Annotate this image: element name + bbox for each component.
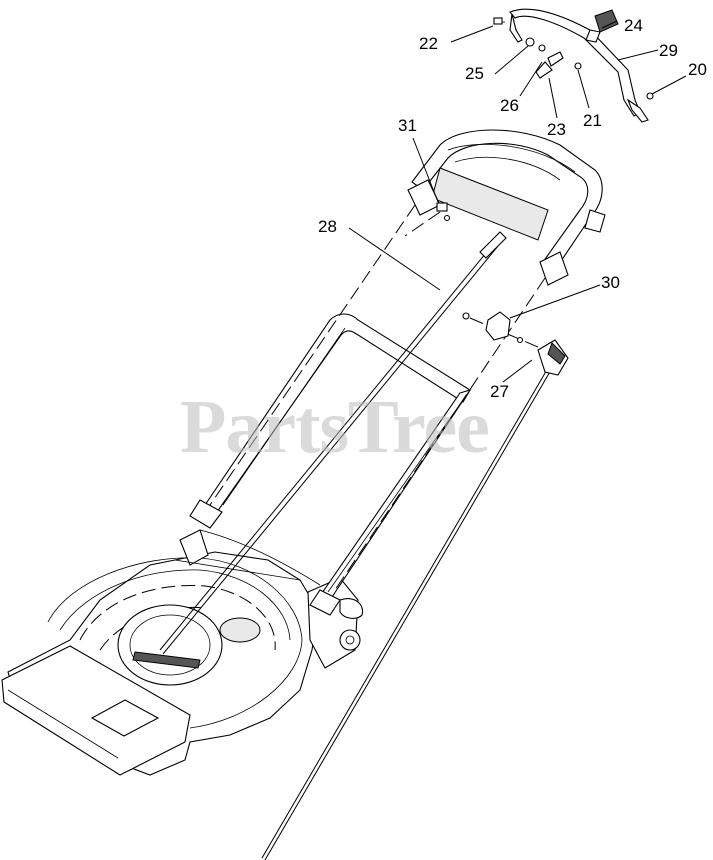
callout-27: 27	[490, 382, 509, 401]
lower-handle	[189, 313, 472, 616]
callout-31: 31	[398, 116, 417, 135]
callout-23: 23	[547, 120, 566, 139]
mower-deck	[1, 529, 364, 776]
callout-20: 20	[688, 60, 707, 79]
callout-21: 21	[583, 111, 602, 130]
leader-lines	[348, 20, 687, 383]
callout-24: 24	[624, 16, 643, 35]
callout-labels: 24 22 29 20 25 26 23 21 31 28 30 27	[318, 16, 707, 401]
bolt-31	[436, 202, 451, 222]
drive-cable-27	[261, 339, 569, 860]
callout-28: 28	[318, 217, 337, 236]
callout-30: 30	[601, 273, 620, 292]
callout-29: 29	[659, 41, 678, 60]
assembly-guides	[209, 204, 546, 591]
knob-30	[462, 311, 524, 344]
watermark: PartsTree	[180, 385, 489, 469]
callout-26: 26	[500, 96, 519, 115]
control-cable-28	[159, 231, 507, 655]
callout-22: 22	[419, 34, 438, 53]
callout-25: 25	[465, 64, 484, 83]
control-bail	[493, 8, 654, 123]
